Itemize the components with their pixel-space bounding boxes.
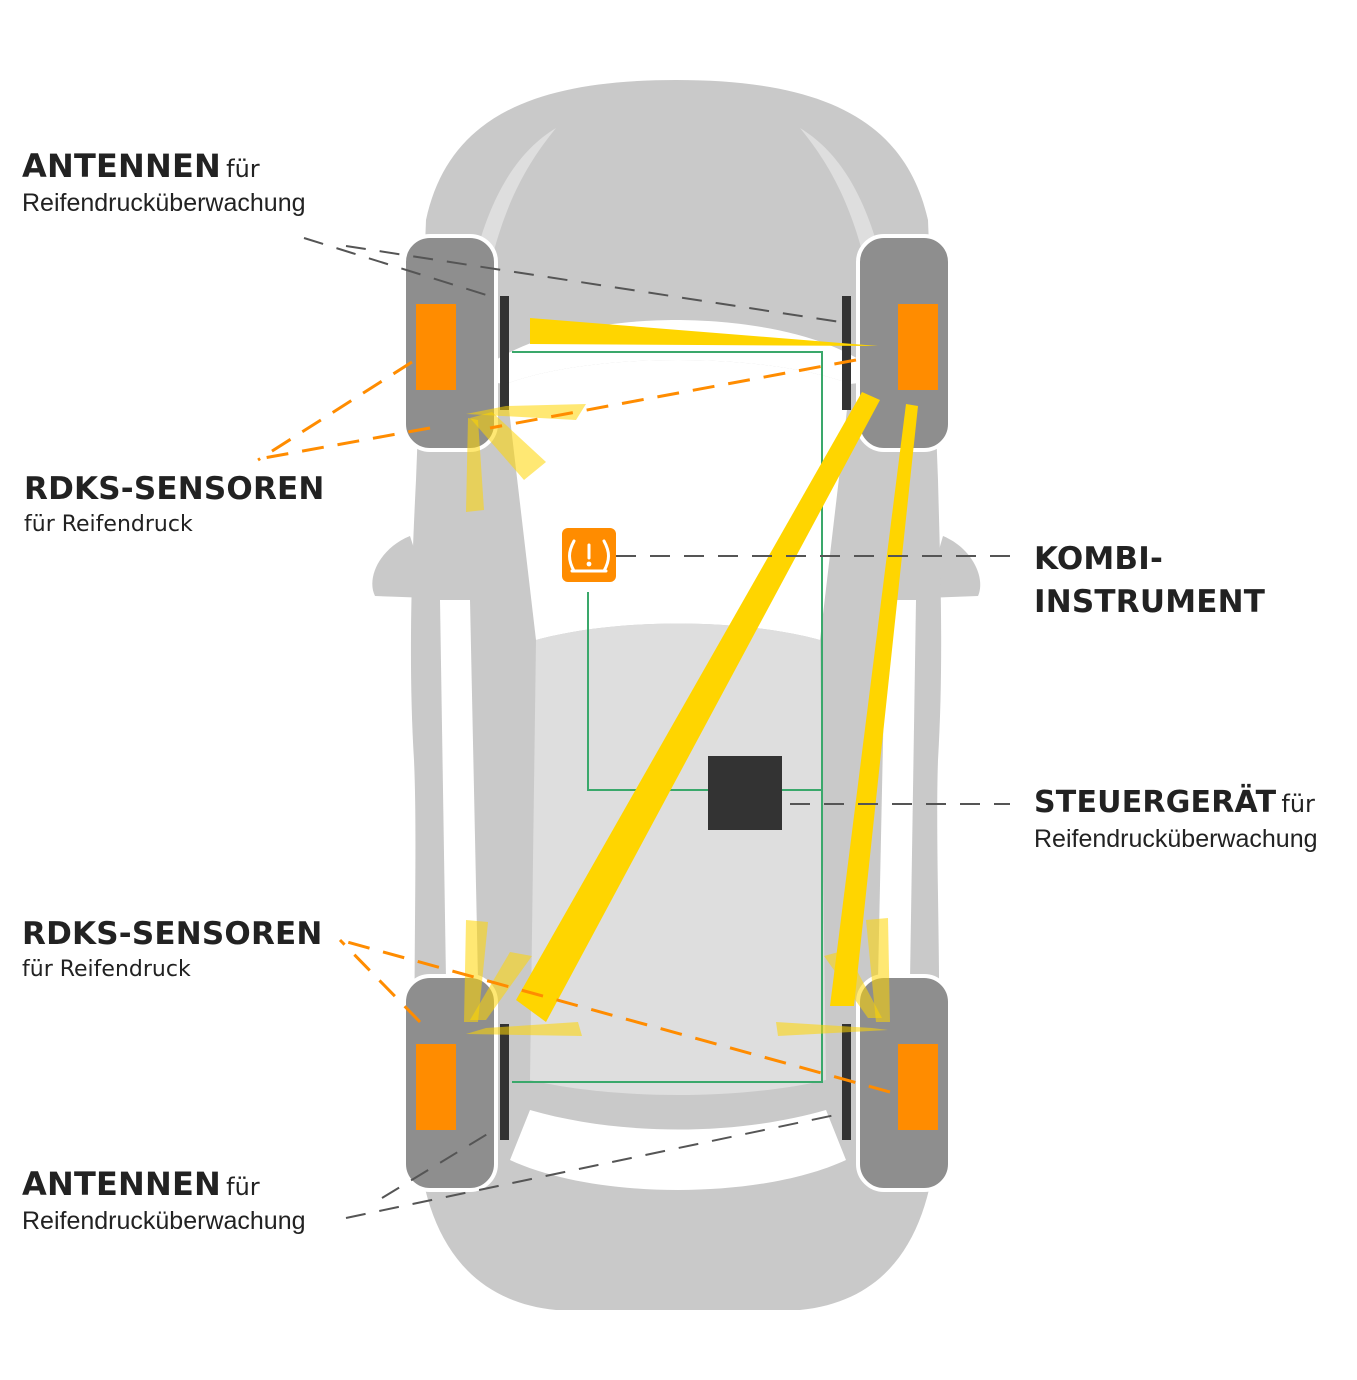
bus-front: [512, 351, 823, 1083]
rdks-top-sub: für Reifendruck: [24, 511, 193, 537]
kombi-line2: INSTRUMENT: [1034, 584, 1266, 621]
car-body: [372, 80, 981, 1310]
dash-rl-a: [338, 938, 422, 1024]
fan-rl-1: [466, 1022, 582, 1036]
label-steuergeraet: STEUERGERÄT für Reifendrucküberwachung: [1034, 785, 1318, 853]
fan-rr-2: [824, 950, 882, 1018]
steuer-title: STEUERGERÄT: [1034, 785, 1277, 820]
label-antennen-top: ANTENNEN für Reifendrucküberwachung: [22, 148, 306, 218]
sensor-dashes: [257, 358, 891, 1094]
label-antennen-bottom: ANTENNEN für Reifendrucküberwachung: [22, 1166, 306, 1236]
windshield: [506, 360, 850, 640]
rdks-bottom-title: RDKS-SENSOREN: [22, 916, 323, 952]
dash-fl-a: [257, 360, 413, 462]
tire-pressure-warning-icon: [562, 528, 616, 582]
sensor-front-right: [898, 304, 938, 390]
roof: [530, 623, 826, 1095]
antennen-top-suffix: für: [226, 155, 260, 183]
leader-lines: [303, 237, 1010, 1219]
antennen-bottom-title: ANTENNEN: [22, 1165, 222, 1203]
fan-rl-3: [464, 920, 488, 1022]
control-unit: [708, 756, 782, 830]
fan-fl-2: [470, 412, 546, 480]
left-door-strip: [440, 600, 478, 980]
antennen-top-sub: Reifendrucküberwachung: [22, 188, 306, 217]
dash-rl-b: [339, 938, 891, 1094]
antenna-rear-left: [500, 1024, 509, 1140]
windshield-right-highlight: [800, 128, 882, 262]
fan-fl-3: [466, 418, 484, 512]
beam-front-left-to-right: [530, 318, 878, 346]
rdks-top-title: RDKS-SENSOREN: [24, 471, 325, 507]
antennen-top-title: ANTENNEN: [22, 147, 222, 185]
label-rdks-top: RDKS-SENSOREN für Reifendruck: [24, 471, 325, 537]
fan-rr-1: [776, 1022, 888, 1036]
antennen-bottom-sub: Reifendrucküberwachung: [22, 1206, 306, 1235]
right-door-strip: [878, 600, 916, 980]
beam-front-right-to-rear-right: [830, 404, 918, 1006]
steuer-sub: Reifendrucküberwachung: [1034, 824, 1318, 853]
label-rdks-bottom: RDKS-SENSOREN für Reifendruck: [22, 916, 323, 982]
antennen-bottom-suffix: für: [226, 1173, 260, 1201]
windshield-left-highlight: [474, 128, 556, 262]
leader-antennen-bottom-a: [381, 1129, 495, 1199]
fan-rr-3: [866, 918, 890, 1022]
wheels: [402, 234, 952, 1192]
warning-icon-dot: [586, 561, 592, 567]
dash-fr-to-fl: [489, 358, 857, 430]
leader-antennen-top-b: [345, 245, 841, 323]
antenna-front-right: [842, 296, 851, 410]
antenna-rear-right: [842, 1024, 851, 1140]
label-kombi-instrument: KOMBI- INSTRUMENT: [1034, 538, 1265, 625]
dash-fl-b: [263, 426, 431, 460]
leader-antennen-bottom-b: [345, 1113, 841, 1219]
beam-front-right-to-rear-left: [516, 392, 880, 1022]
sensor-rear-right: [898, 1044, 938, 1130]
rdks-bottom-sub: für Reifendruck: [22, 956, 191, 982]
sensor-front-left: [416, 304, 456, 390]
steuer-suffix: für: [1281, 790, 1315, 818]
sensor-rear-left: [416, 1044, 456, 1130]
kombi-line1: KOMBI-: [1034, 541, 1164, 577]
antenna-front-left: [500, 296, 509, 410]
